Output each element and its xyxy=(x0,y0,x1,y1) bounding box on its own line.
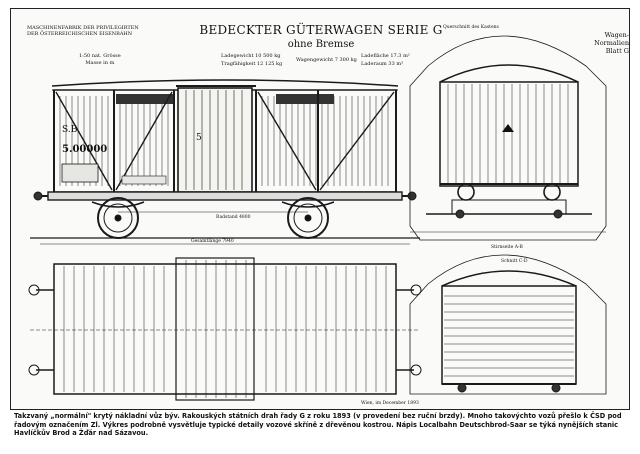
section-heading: Querschnitt des Kastens xyxy=(443,25,499,30)
scale-line: Masse in m xyxy=(85,60,115,66)
section-view xyxy=(409,254,607,395)
drawing-sheet: MASCHINENFABRIK DER PRIVILEGIRTEN DER ÖS… xyxy=(10,8,630,410)
dim-total-length: Gesamtlänge 7940 xyxy=(191,239,234,244)
scale-note: 1:50 nat. Grösse Masse in m xyxy=(79,53,121,67)
side-elevation xyxy=(30,79,420,245)
header-left-line: DER ÖSTERREICHISCHEN EISENBAHN xyxy=(27,31,133,37)
photo-caption: Takzvaný „normální" krytý nákladní vůz b… xyxy=(14,412,622,438)
drawing-title: BEDECKTER GÜTERWAGEN SERIE G xyxy=(199,23,443,37)
spec-volume: Laderaum 33 m³ xyxy=(361,61,404,67)
header-left: MASCHINENFABRIK DER PRIVILEGIRTEN DER ÖS… xyxy=(27,25,147,37)
plan-date: Wien, im December 1893 xyxy=(361,401,419,406)
drawing-subtitle: ohne Bremse xyxy=(287,39,355,50)
end-view xyxy=(409,35,607,241)
spec-floor-area: Ladefläche 17.3 m² xyxy=(361,53,410,59)
sheet-tag: Wagen-Normalien Blatt G xyxy=(589,31,629,55)
label-end-view: Stirnseite A-B xyxy=(491,245,523,250)
sheet-tag-line: Blatt G xyxy=(605,47,629,55)
door-mark: 5 xyxy=(196,133,202,143)
spec-load: Ladegewicht 10 500 kg xyxy=(221,53,281,59)
spec-capacity: Tragfähigkeit 12 125 kg xyxy=(221,61,283,67)
dim-wheelbase: Radstand 4800 xyxy=(216,215,251,220)
plan-view xyxy=(28,257,422,401)
scale-line: 1:50 nat. Grösse xyxy=(79,53,121,59)
sheet-tag-line: Wagen-Normalien xyxy=(594,31,629,47)
spec-tare: Wagengewicht 7 300 kg xyxy=(296,57,357,63)
car-number: 5.00000 xyxy=(62,144,107,155)
header-left-line: MASCHINENFABRIK DER PRIVILEGIRTEN xyxy=(27,25,139,31)
label-section-cd: Schnitt C-D xyxy=(501,259,528,264)
car-code: S.B. xyxy=(62,125,80,135)
